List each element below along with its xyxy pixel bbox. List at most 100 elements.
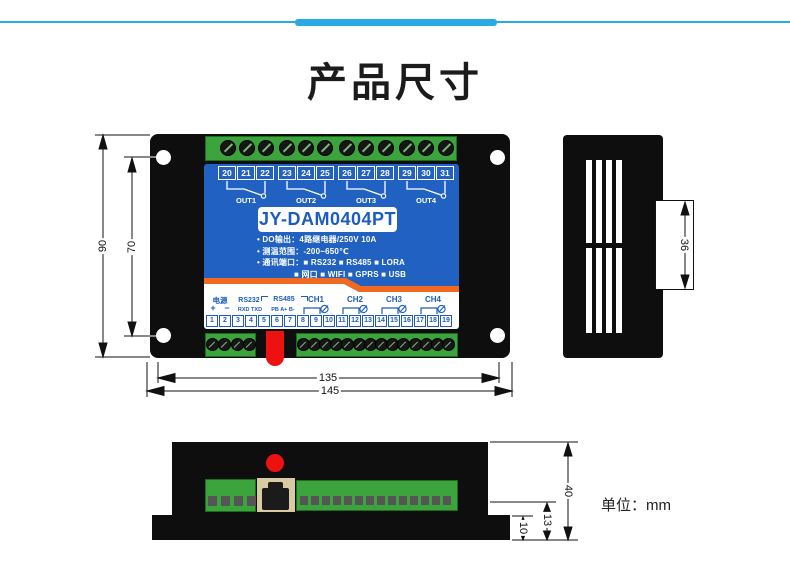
screw-icon — [298, 140, 314, 156]
front-faceplate: 20 21 22 23 24 25 26 27 28 29 30 31 OUT1… — [204, 164, 459, 329]
terminal-number: 28 — [376, 166, 394, 180]
rs232-pins-label: RXD TXD — [237, 306, 263, 313]
screw-icon — [258, 140, 274, 156]
vent-slot — [596, 248, 602, 333]
ethernet-port-icon — [262, 488, 289, 510]
dimension-value-depth: 40 — [562, 482, 574, 500]
pin-number: 6 — [271, 315, 283, 327]
terminal-number: 22 — [256, 166, 274, 180]
terminal-number: 25 — [316, 166, 334, 180]
terminal-pin-icon — [399, 496, 407, 505]
channel-label: CH3 — [385, 295, 402, 304]
pin-number: 13 — [362, 315, 374, 327]
pin-number: 15 — [388, 315, 400, 327]
dimension-value-mount-h: 135 — [316, 372, 340, 384]
output-label: OUT1 — [235, 196, 256, 205]
sensor-symbol-icon — [381, 304, 407, 314]
channel-label: CH4 — [424, 295, 441, 304]
relay-symbol-icon — [226, 181, 267, 199]
unit-note: 单位：mm — [601, 497, 671, 514]
terminal-pin-icon — [311, 496, 319, 505]
relay-symbol-icon — [286, 181, 327, 199]
bottom-view-flange — [152, 515, 510, 540]
terminal-pin-icon — [322, 496, 330, 505]
mount-hole-icon — [156, 328, 171, 343]
rs485-label: RS485 — [273, 295, 295, 303]
spec-line: • 测温范围：-200~650℃ — [257, 246, 349, 256]
dimension-value-mount-v: 70 — [126, 238, 138, 256]
mount-hole-icon — [156, 150, 171, 165]
pin-number: 5 — [258, 315, 270, 327]
pin-number: 7 — [284, 315, 296, 327]
pin-number: 14 — [375, 315, 387, 327]
usb-cover-icon — [266, 331, 284, 366]
bracket-right-icon — [301, 296, 308, 301]
power-label: 电源 — [212, 296, 228, 305]
pin-number: 9 — [310, 315, 322, 327]
pin-number: 16 — [401, 315, 413, 327]
pin-number: 19 — [440, 315, 452, 327]
terminal-pin-icon — [377, 496, 385, 505]
terminal-pin-icon — [421, 496, 429, 505]
terminal-pin-icon — [300, 496, 308, 505]
terminal-pin-icon — [247, 496, 256, 506]
model-name: JY-DAM0404PT — [258, 207, 397, 232]
channel-label: CH2 — [346, 295, 363, 304]
spec-line: ■ 网口 ■ WIFI ■ GPRS ■ USB — [294, 269, 407, 279]
output-label: OUT2 — [295, 196, 316, 205]
pin-number: 18 — [427, 315, 439, 327]
terminal-number: 24 — [297, 166, 315, 180]
pin-number: 10 — [323, 315, 335, 327]
vent-slot — [596, 160, 602, 243]
indicator-button-icon — [266, 454, 284, 472]
ethernet-port-icon — [268, 482, 283, 489]
terminal-pin-icon — [410, 496, 418, 505]
side-view-enclosure — [563, 135, 663, 358]
relay-symbol-icon — [346, 181, 387, 199]
terminal-number: 26 — [338, 166, 356, 180]
terminal-pin-icon — [443, 496, 451, 505]
pin-number: 3 — [232, 315, 244, 327]
terminal-number: 29 — [398, 166, 416, 180]
pin-number: 2 — [219, 315, 231, 327]
dimension-value-rail: 36 — [678, 236, 690, 254]
screw-icon — [279, 140, 295, 156]
pin-number: 4 — [245, 315, 257, 327]
screw-icon — [442, 338, 455, 351]
terminal-number: 21 — [237, 166, 255, 180]
vent-slot — [616, 160, 622, 243]
sensor-symbol-icon — [303, 304, 329, 314]
terminal-pin-icon — [208, 496, 217, 506]
mount-hole-icon — [490, 328, 505, 343]
dimension-value-flange: 10 — [517, 519, 529, 537]
spec-line: • 通讯端口：■ RS232 ■ RS485 ■ LORA — [257, 258, 406, 267]
screw-icon — [358, 140, 374, 156]
terminal-pin-icon — [366, 496, 374, 505]
rs232-label: RS232 — [238, 297, 260, 304]
vent-slot — [606, 248, 612, 333]
vent-slot — [606, 160, 612, 243]
terminal-number: 20 — [218, 166, 236, 180]
pin-number: 1 — [206, 315, 218, 327]
pin-number: 8 — [297, 315, 309, 327]
screw-icon — [317, 140, 333, 156]
screw-icon — [218, 338, 231, 351]
bottom-view-connector-right — [296, 480, 458, 511]
header-divider-accent — [295, 19, 497, 26]
screw-icon — [438, 140, 454, 156]
pin-number: 17 — [414, 315, 426, 327]
terminal-number: 31 — [436, 166, 454, 180]
sensor-symbol-icon — [342, 304, 368, 314]
terminal-number: 27 — [357, 166, 375, 180]
terminal-pin-icon — [333, 496, 341, 505]
bottom-view-connector-left — [205, 479, 256, 512]
output-label: OUT3 — [355, 196, 376, 205]
screw-icon — [243, 338, 256, 351]
terminal-pin-icon — [344, 496, 352, 505]
rs485-pins-label: PB A+ B- — [271, 306, 295, 313]
sensor-symbol-icon — [420, 304, 446, 314]
terminal-number: 23 — [278, 166, 296, 180]
screw-icon — [239, 140, 255, 156]
spec-line: • DO输出：4路继电器/250V 10A — [257, 235, 377, 244]
terminal-number: 30 — [417, 166, 435, 180]
